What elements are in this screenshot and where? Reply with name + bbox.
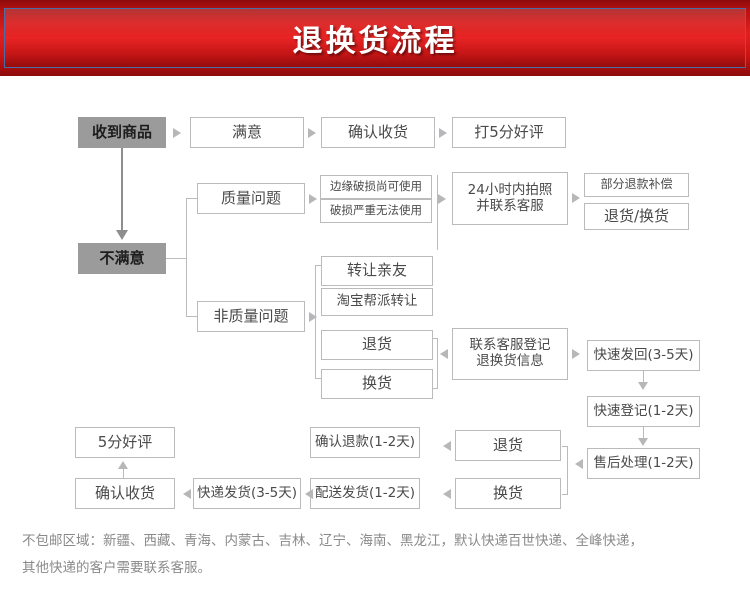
arrow-left-icon: [443, 489, 451, 499]
arrow-left-icon: [443, 441, 451, 451]
node-edge-damage-usable[interactable]: 边缘破损尚可使用: [320, 175, 432, 199]
connector-return-join-top: [433, 338, 438, 339]
node-non-quality-issue[interactable]: 非质量问题: [197, 301, 305, 332]
connector-return-exchange-join: [437, 338, 438, 388]
arrow-down-icon: [638, 438, 648, 446]
connector-damage-join: [437, 175, 438, 250]
connector-to-non-quality: [186, 316, 198, 317]
connector-issue-bracket: [186, 198, 187, 316]
arrow-left-icon: [183, 489, 191, 499]
connector-register-to-aftersales: [643, 427, 644, 441]
shipping-note-line-1: 不包邮区域：新疆、西藏、青海、内蒙古、吉林、辽宁、海南、黑龙江，默认快递百世快递…: [22, 533, 643, 549]
arrow-down-icon: [638, 382, 648, 390]
node-five-star-review-bottom[interactable]: 5分好评: [75, 427, 175, 458]
connector-unsatisfied-stub: [166, 258, 186, 259]
node-return-goods-bottom[interactable]: 退货: [455, 430, 561, 461]
node-return-or-exchange[interactable]: 退货/换货: [584, 203, 689, 230]
node-quality-issue[interactable]: 质量问题: [197, 183, 305, 214]
node-after-sales-process[interactable]: 售后处理(1-2天): [587, 448, 700, 479]
node-photo-24h-contact-service[interactable]: 24小时内拍照 并联系客服: [452, 172, 568, 225]
arrow-right-icon: [308, 128, 316, 138]
node-partial-refund[interactable]: 部分退款补偿: [584, 173, 689, 197]
node-exchange-goods[interactable]: 换货: [321, 369, 433, 399]
arrow-left-icon: [440, 349, 448, 359]
arrow-left-icon: [575, 459, 583, 469]
node-confirm-refund[interactable]: 确认退款(1-2天): [310, 427, 420, 458]
node-taobao-group-transfer[interactable]: 淘宝帮派转让: [321, 288, 433, 316]
header-banner: 退换货流程: [0, 0, 750, 76]
node-unsatisfied[interactable]: 不满意: [78, 243, 166, 274]
connector-options-bracket: [315, 265, 316, 378]
node-contact-service-register[interactable]: 联系客服登记 退换货信息: [452, 328, 568, 380]
node-fast-send-back[interactable]: 快速发回(3-5天): [587, 340, 700, 371]
arrow-right-icon: [572, 193, 580, 203]
node-received-goods[interactable]: 收到商品: [78, 117, 166, 148]
node-fast-register[interactable]: 快速登记(1-2天): [587, 396, 700, 427]
arrow-right-icon: [309, 312, 317, 322]
node-five-star-review[interactable]: 打5分好评: [452, 117, 566, 148]
connector-return-join-bottom: [433, 388, 438, 389]
node-return-goods[interactable]: 退货: [321, 330, 433, 360]
shipping-note-line-2: 其他快递的客户需要联系客服。: [22, 560, 211, 576]
arrow-right-icon: [309, 194, 317, 204]
node-transfer-to-friends[interactable]: 转让亲友: [321, 256, 433, 286]
connector-bottom-return-bracket: [567, 446, 568, 494]
node-exchange-goods-bottom[interactable]: 换货: [455, 478, 561, 509]
arrow-right-icon: [439, 128, 447, 138]
connector-bottom-return-top: [562, 446, 568, 447]
arrow-up-icon: [118, 461, 128, 469]
connector-options-top: [315, 265, 322, 266]
arrow-right-icon: [438, 194, 446, 204]
connector-to-quality: [186, 198, 198, 199]
banner-inner-frame: 退换货流程: [4, 8, 746, 68]
node-delivery-ship[interactable]: 配送发货(1-2天): [310, 478, 420, 509]
node-confirm-receipt-bottom[interactable]: 确认收货: [75, 478, 175, 509]
connector-confirm-to-review: [123, 464, 124, 478]
arrow-right-icon: [572, 349, 580, 359]
connector-bottom-return-bottom: [562, 494, 568, 495]
shipping-note: 不包邮区域：新疆、西藏、青海、内蒙古、吉林、辽宁、海南、黑龙江，默认快递百世快递…: [22, 528, 734, 582]
arrow-left-icon: [305, 489, 313, 499]
node-express-ship[interactable]: 快递发货(3-5天): [193, 478, 301, 509]
arrow-down-icon: [116, 230, 128, 240]
node-damage-severe-unusable[interactable]: 破损严重无法使用: [320, 199, 432, 223]
node-satisfied[interactable]: 满意: [190, 117, 304, 148]
connector-options-bottom: [315, 378, 322, 379]
arrow-right-icon: [173, 128, 181, 138]
connector-sendback-to-register: [643, 371, 644, 385]
page-title: 退换货流程: [292, 24, 458, 59]
node-confirm-receipt[interactable]: 确认收货: [321, 117, 435, 148]
connector-received-to-unsatisfied: [121, 148, 123, 232]
